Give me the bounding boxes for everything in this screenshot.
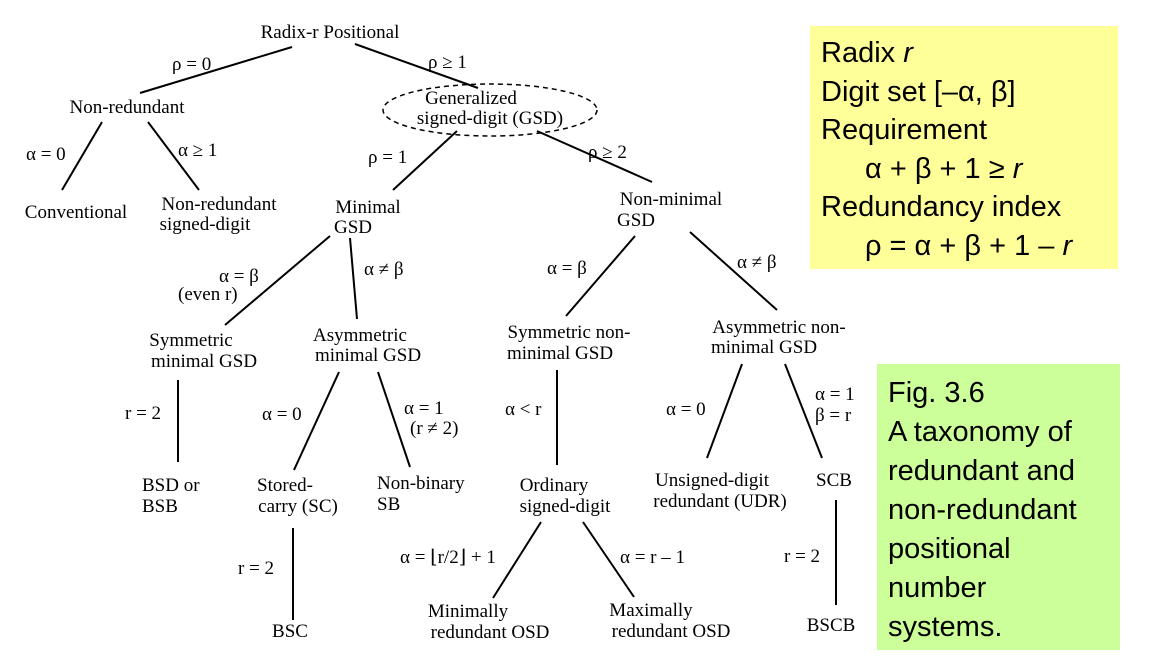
- node-sc-line1: Stored-: [257, 475, 313, 496]
- caption-line: redundant and: [888, 455, 1076, 487]
- edge-minimal-symmin: [224, 235, 331, 326]
- label-rho0: ρ = 0: [172, 54, 211, 75]
- edge-root-nonredundant: [139, 46, 293, 94]
- params-digit-set: Digit set [–α, β]: [821, 75, 1016, 108]
- node-symmin-line1: Symmetric: [149, 330, 232, 351]
- edge-root-gsd: [354, 43, 479, 89]
- node-scb: SCB: [816, 470, 852, 491]
- params-redundancy-index: Redundancy index: [821, 191, 1062, 223]
- label-alpha0-b: α = 0: [262, 404, 302, 425]
- tree-edges: [61, 43, 837, 620]
- edge-nonminimal-symnonmin: [565, 235, 636, 317]
- edge-osd-minosd: [492, 521, 542, 599]
- edge-nonredundant-conventional: [61, 121, 103, 191]
- gsd-dashed-ellipse: [382, 83, 598, 137]
- label-alpha-ge1: α ≥ 1: [178, 140, 217, 161]
- label-r2-a: r = 2: [125, 403, 161, 424]
- caption-line: positional: [888, 533, 1011, 565]
- edge-gsd-minimal: [392, 130, 458, 191]
- node-conventional: Conventional: [25, 202, 127, 223]
- node-nbsb-line2: SB: [377, 494, 400, 515]
- node-minosd-line2: redundant OSD: [431, 622, 550, 643]
- caption-fig-number: Fig. 3.6: [888, 377, 985, 409]
- caption-line: non-redundant: [888, 494, 1077, 526]
- node-nrsd-line1: Non-redundant: [161, 194, 277, 215]
- edge-labels: ρ = 0 ρ ≥ 1 α = 0 α ≥ 1 ρ = 1 ρ ≥ 2 α = …: [26, 52, 855, 579]
- caption-line: A taxonomy of: [888, 416, 1072, 448]
- label-ab-ne-1: α ≠ β: [364, 259, 404, 280]
- node-minimal-line1: Minimal: [335, 197, 400, 218]
- label-alpha-floor: α = ⌊r/2⌋ + 1: [400, 547, 496, 568]
- node-osd-line2: signed-digit: [520, 496, 611, 517]
- node-symnonmin-line1: Symmetric non-: [508, 322, 631, 343]
- label-ab-eq-1: α = β: [219, 266, 259, 287]
- label-ab-ne-2: α ≠ β: [737, 252, 777, 273]
- edge-asymnonmin-scb: [784, 363, 823, 459]
- label-alpha1-b: α = 1: [815, 384, 855, 405]
- node-nonminimal-line2: GSD: [617, 210, 655, 231]
- label-beta-r: β = r: [815, 405, 852, 426]
- params-requirement: Requirement: [821, 114, 988, 146]
- edge-osd-maxosd: [582, 521, 635, 598]
- node-asymnonmin-line1: Asymmetric non-: [712, 317, 846, 338]
- node-sc-line2: carry (SC): [258, 496, 338, 517]
- edge-asymnonmin-udr: [706, 363, 743, 459]
- label-ab-eq-2: α = β: [547, 258, 587, 279]
- node-minimal-line2: GSD: [334, 217, 372, 238]
- edge-nonredundant-nrsd: [147, 121, 200, 191]
- node-maxosd-line1: Maximally: [609, 600, 693, 621]
- node-bsc: BSC: [272, 621, 308, 642]
- label-alpha1-a: α = 1: [404, 398, 444, 419]
- node-nonminimal-line1: Non-minimal: [620, 189, 722, 210]
- node-bsd-line2: BSB: [142, 496, 178, 517]
- node-osd-line1: Ordinary: [520, 475, 589, 496]
- node-bscb: BSCB: [807, 615, 856, 636]
- edge-asymmin-sc: [293, 371, 340, 471]
- label-alpha0-c: α = 0: [666, 399, 706, 420]
- label-even-r: (even r): [178, 284, 238, 305]
- params-redundancy-formula: ρ = α + β + 1 – r: [865, 229, 1073, 262]
- node-nbsb-line1: Non-binary: [377, 473, 465, 494]
- label-r-ne2: (r ≠ 2): [410, 418, 458, 439]
- figure-caption: Fig. 3.6 A taxonomy of redundant and non…: [877, 364, 1120, 650]
- caption-line: systems.: [888, 611, 1003, 643]
- label-alpha0-a: α = 0: [26, 144, 66, 165]
- node-root: Radix-r Positional: [261, 22, 400, 43]
- node-symmin-line2: minimal GSD: [151, 351, 257, 372]
- label-rho1: ρ = 1: [368, 147, 407, 168]
- edge-gsd-nonminimal: [536, 130, 653, 183]
- node-asymmin-line1: Asymmetric: [313, 325, 407, 346]
- node-maxosd-line2: redundant OSD: [612, 621, 731, 642]
- node-gsd-line1: Generalized: [425, 88, 517, 109]
- label-rho-ge1: ρ ≥ 1: [428, 52, 467, 73]
- tree-nodes: Radix-r Positional Non-redundant General…: [25, 22, 855, 643]
- node-nrsd-line2: signed-digit: [160, 214, 251, 235]
- label-r2-b: r = 2: [238, 558, 274, 579]
- node-bsd-line1: BSD or: [142, 475, 200, 496]
- label-r2-c: r = 2: [784, 546, 820, 567]
- node-symnonmin-line2: minimal GSD: [507, 343, 613, 364]
- edge-asymmin-nbsb: [377, 371, 411, 468]
- params-radix: Radix r: [821, 37, 913, 69]
- node-asymnonmin-line2: minimal GSD: [711, 337, 817, 358]
- params-requirement-formula: α + β + 1 ≥ r: [865, 152, 1023, 185]
- edge-nonminimal-asymnonmin: [689, 231, 778, 311]
- label-rho-ge2: ρ ≥ 2: [588, 142, 627, 163]
- node-nonredundant: Non-redundant: [69, 97, 185, 118]
- label-alpha-r1: α = r – 1: [620, 547, 685, 568]
- edge-minimal-asymmin: [349, 237, 358, 320]
- node-udr-line1: Unsigned-digit: [655, 470, 770, 491]
- node-udr-line2: redundant (UDR): [653, 491, 787, 512]
- parameters-box: Radix r Digit set [–α, β] Requirement α …: [810, 26, 1118, 269]
- node-minosd-line1: Minimally: [428, 601, 509, 622]
- label-alpha-lt-r: α < r: [505, 399, 542, 420]
- node-gsd-line2: signed-digit (GSD): [417, 108, 563, 129]
- node-asymmin-line2: minimal GSD: [315, 345, 421, 366]
- caption-line: number: [888, 572, 987, 604]
